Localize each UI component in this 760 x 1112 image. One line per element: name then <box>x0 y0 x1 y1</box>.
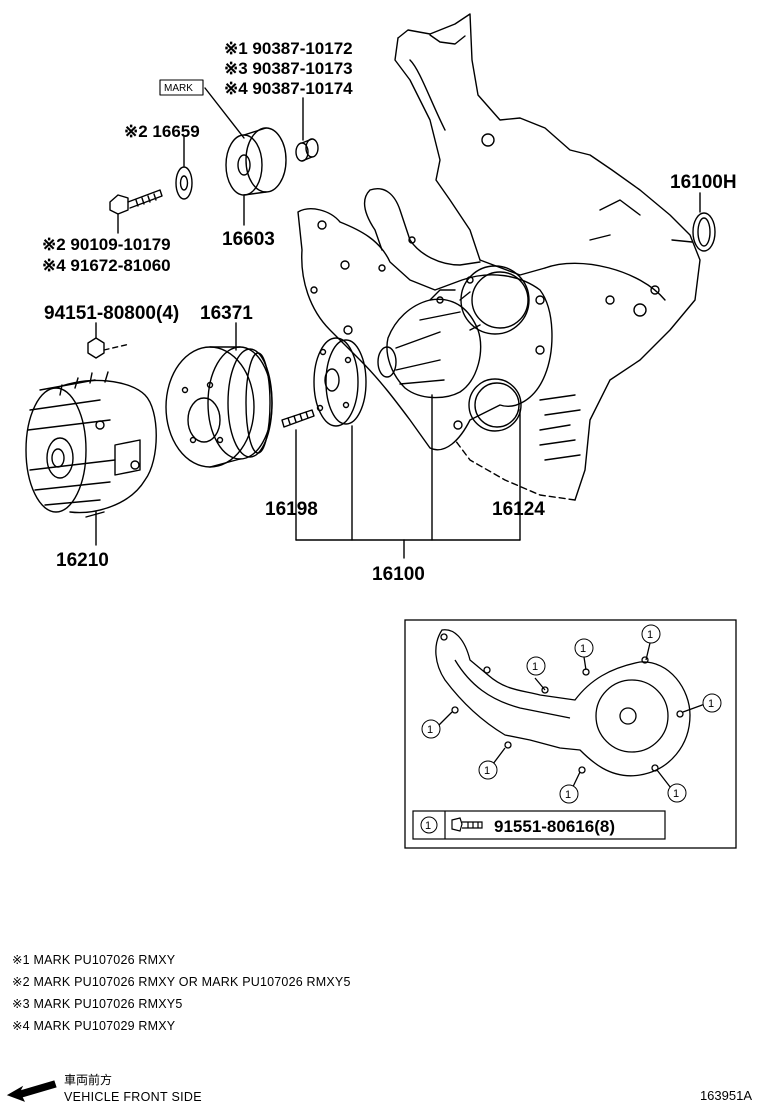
inset-callout-symbol: 1 <box>565 789 571 801</box>
fan-clutch-drawing <box>25 371 157 514</box>
callout-bearing-1: ※1 90387-10172 <box>224 39 353 58</box>
legend-symbol: 1 <box>425 820 431 832</box>
callout-16603: 16603 <box>222 229 275 250</box>
callout-16210: 16210 <box>56 550 109 571</box>
legend-part-number: 91551-80616(8) <box>494 817 615 836</box>
inset-callout-symbol: 1 <box>673 788 679 800</box>
inset-callout-symbol: 1 <box>580 643 586 655</box>
callout-16659: ※2 16659 <box>124 122 200 141</box>
callout-bolt-4: ※4 91672-81060 <box>42 256 171 275</box>
footnote-1: ※1 MARK PU107026 RMXY <box>12 953 176 967</box>
callout-16371: 16371 <box>200 303 253 324</box>
callout-94151: 94151-80800(4) <box>44 303 179 324</box>
inset-panel: 1 1 1 1 1 1 1 1 1 91551-80616(8) <box>404 619 737 849</box>
mark-tag: MARK <box>164 83 193 94</box>
idler-pulley-drawing <box>225 127 287 196</box>
footnote-2: ※2 MARK PU107026 RMXY OR MARK PU107026 R… <box>12 975 351 989</box>
inset-callout-symbol: 1 <box>647 629 653 641</box>
inset-callout-symbol: 1 <box>484 765 490 777</box>
inset-callout-symbol: 1 <box>708 698 714 710</box>
bolt-drawing <box>109 189 163 215</box>
fan-pulley-drawing <box>165 346 273 468</box>
front-label-jp: 車両前方 <box>64 1073 113 1087</box>
callout-16100H: 16100H <box>670 172 737 193</box>
timing-cover-drawing <box>394 13 701 501</box>
callout-16124: 16124 <box>492 499 545 520</box>
bearing-drawing <box>295 138 319 162</box>
footnote-4: ※4 MARK PU107029 RMXY <box>12 1019 176 1033</box>
inset-callout-symbol: 1 <box>427 724 433 736</box>
callout-16198: 16198 <box>265 499 318 520</box>
inset-callouts: 1 1 1 1 1 1 1 1 <box>421 624 722 804</box>
pump-flange-drawing <box>313 337 367 427</box>
nut-drawing <box>87 337 105 359</box>
callout-bearing-4: ※4 90387-10174 <box>224 79 353 98</box>
washer-drawing <box>175 166 193 200</box>
front-label-en: VEHICLE FRONT SIDE <box>64 1090 202 1104</box>
vehicle-front-arrow-icon <box>6 1080 57 1102</box>
callout-bearing-3: ※3 90387-10173 <box>224 59 353 78</box>
callout-16100: 16100 <box>372 564 425 585</box>
inset-callout-symbol: 1 <box>532 661 538 673</box>
water-pump-drawing <box>377 276 482 399</box>
diagram-id: 163951A <box>699 1088 752 1103</box>
legend-bolt-icon <box>451 817 483 832</box>
seal-ring-drawing <box>692 212 716 252</box>
callout-bearing-variants: ※1 90387-10172 ※3 90387-10173 ※4 90387-1… <box>224 39 353 98</box>
footnote-3: ※3 MARK PU107026 RMXY5 <box>12 997 183 1011</box>
callout-bolt-2: ※2 90109-10179 <box>42 235 171 254</box>
stud-bolt-drawing <box>281 409 315 428</box>
inset-legend-box <box>412 810 666 840</box>
